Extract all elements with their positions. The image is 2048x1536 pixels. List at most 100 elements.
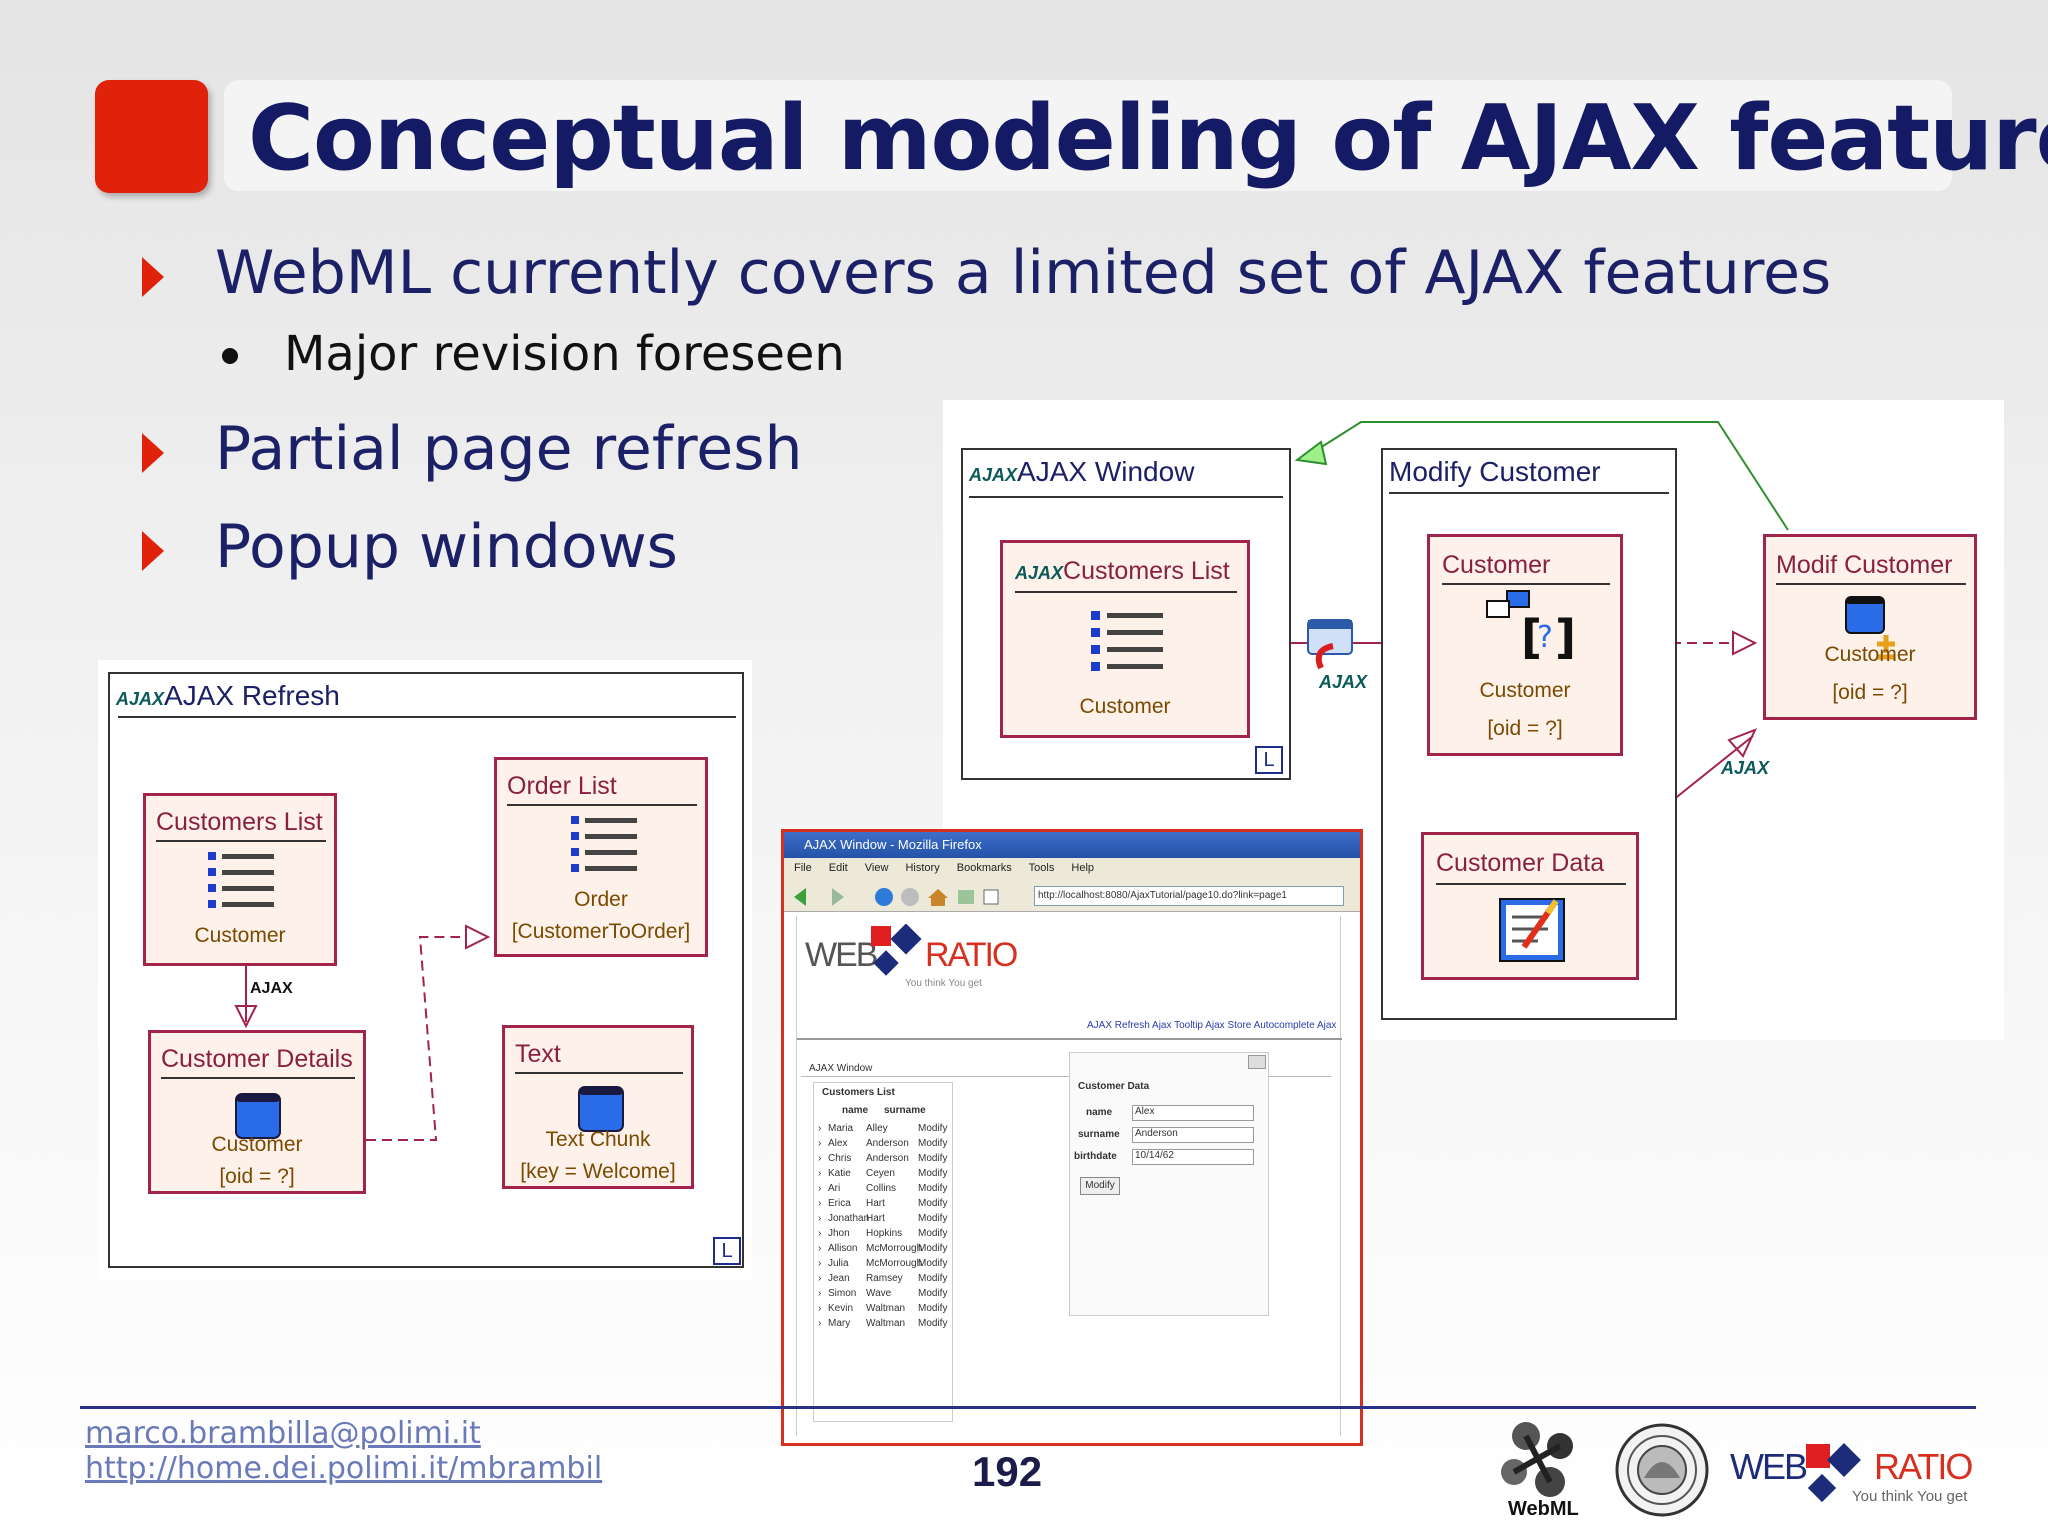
row-modify-link[interactable]: Modify bbox=[918, 1273, 948, 1284]
unit-entity: Customer bbox=[1824, 643, 1916, 666]
frame-rule bbox=[1389, 492, 1669, 494]
row-expand-icon[interactable]: › bbox=[818, 1153, 822, 1164]
row-expand-icon[interactable]: › bbox=[818, 1258, 822, 1269]
row-expand-icon[interactable]: › bbox=[818, 1228, 822, 1239]
field-input-birthdate[interactable]: 10/14/62 bbox=[1132, 1149, 1254, 1165]
cell-surname: Waltman bbox=[866, 1303, 906, 1314]
cell-surname: Hart bbox=[866, 1198, 885, 1209]
svg-text:[: [ bbox=[1521, 610, 1542, 659]
webratio-footer-logo-icon bbox=[1806, 1443, 1861, 1503]
cell-name: Chris bbox=[828, 1153, 852, 1164]
app-nav-links[interactable]: AJAX Refresh Ajax Tooltip Ajax Store Aut… bbox=[1087, 1020, 1337, 1031]
row-modify-link[interactable]: Modify bbox=[918, 1198, 948, 1209]
browser-url-bar[interactable]: http://localhost:8080/AjaxTutorial/page1… bbox=[1034, 886, 1344, 906]
row-expand-icon[interactable]: › bbox=[818, 1123, 822, 1134]
row-modify-link[interactable]: Modify bbox=[918, 1288, 948, 1299]
row-modify-link[interactable]: Modify bbox=[918, 1138, 948, 1149]
field-input-surname[interactable]: Anderson bbox=[1132, 1127, 1254, 1143]
ajax-logo-icon: AJAX bbox=[116, 689, 165, 709]
row-modify-link[interactable]: Modify bbox=[918, 1183, 948, 1194]
sub-bullet-dot-icon bbox=[222, 348, 238, 364]
cell-name: Jonathan bbox=[828, 1213, 870, 1224]
unit-rule bbox=[1436, 883, 1626, 885]
row-modify-link[interactable]: Modify bbox=[918, 1168, 948, 1179]
browser-content: WEB RATIO You think You get AJAX Refresh… bbox=[796, 916, 1342, 1436]
landmark-marker: L bbox=[713, 1237, 741, 1265]
field-input-name[interactable]: Alex bbox=[1132, 1105, 1254, 1121]
unit-rule bbox=[1776, 583, 1966, 585]
customer-data-title: Customer Data bbox=[1078, 1081, 1150, 1092]
ajax-link-label: AJAX bbox=[250, 980, 293, 997]
row-expand-icon[interactable]: › bbox=[818, 1273, 822, 1284]
refresh-links bbox=[234, 924, 491, 1141]
unit-customer-data: Customer Data bbox=[1421, 832, 1639, 980]
webratio-footer-ratio: RATIO bbox=[1874, 1446, 1973, 1487]
row-expand-icon[interactable]: › bbox=[818, 1183, 822, 1194]
row-modify-link[interactable]: Modify bbox=[918, 1153, 948, 1164]
row-expand-icon[interactable]: › bbox=[818, 1198, 822, 1209]
cell-name: Mary bbox=[828, 1318, 851, 1329]
row-modify-link[interactable]: Modify bbox=[918, 1228, 948, 1239]
svg-text:?: ? bbox=[1537, 620, 1553, 655]
unit-order-list: Order List Order [CustomerToOrder] bbox=[494, 757, 708, 957]
unit-entity: Customer bbox=[194, 924, 286, 947]
row-modify-link[interactable]: Modify bbox=[918, 1258, 948, 1269]
webratio-footer-web: WEB bbox=[1730, 1446, 1808, 1487]
row-modify-link[interactable]: Modify bbox=[918, 1303, 948, 1314]
row-expand-icon[interactable]: › bbox=[818, 1288, 822, 1299]
row-modify-link[interactable]: Modify bbox=[918, 1318, 948, 1329]
unit-title: Modif Customer bbox=[1776, 551, 1953, 579]
webratio-brand-right: RATIO bbox=[925, 936, 1018, 974]
unit-entity: Customer bbox=[1479, 679, 1571, 702]
row-expand-icon[interactable]: › bbox=[818, 1318, 822, 1329]
webml-logo-icon bbox=[1501, 1422, 1573, 1497]
row-expand-icon[interactable]: › bbox=[818, 1213, 822, 1224]
bullet-arrow-icon bbox=[142, 433, 164, 473]
unit-title: Customer bbox=[1442, 551, 1551, 579]
data-unit-icon bbox=[578, 1086, 624, 1132]
cell-surname: McMorrough bbox=[866, 1258, 923, 1269]
index-list-icon bbox=[1091, 611, 1163, 671]
row-modify-link[interactable]: Modify bbox=[918, 1123, 948, 1134]
row-expand-icon[interactable]: › bbox=[818, 1303, 822, 1314]
field-label-name: name bbox=[1086, 1107, 1113, 1118]
row-expand-icon[interactable]: › bbox=[818, 1243, 822, 1254]
unit-title: Order List bbox=[507, 772, 617, 800]
modify-customer-title: Modify Customer bbox=[1389, 456, 1601, 487]
unit-rule bbox=[1015, 591, 1237, 593]
unit-entity: Order bbox=[574, 888, 628, 911]
footer-email-link[interactable]: marco.brambilla@polimi.it bbox=[85, 1416, 481, 1451]
modify-operation-icon bbox=[1845, 596, 1895, 660]
row-expand-icon[interactable]: › bbox=[818, 1138, 822, 1149]
browser-screenshot: AJAX Window - Mozilla Firefox File Edit … bbox=[781, 829, 1363, 1446]
modify-button[interactable]: Modify bbox=[1080, 1177, 1120, 1195]
footer-url-link[interactable]: http://home.dei.polimi.it/mbrambil bbox=[85, 1451, 603, 1486]
row-modify-link[interactable]: Modify bbox=[918, 1243, 948, 1254]
unit-rule bbox=[1442, 583, 1610, 585]
politecnico-seal-icon bbox=[1615, 1423, 1709, 1517]
section-title: AJAX Window bbox=[809, 1063, 873, 1074]
unit-title: Customer Details bbox=[161, 1045, 353, 1073]
row-expand-icon[interactable]: › bbox=[818, 1168, 822, 1179]
panel-close-icon[interactable] bbox=[1248, 1055, 1266, 1069]
row-modify-link[interactable]: Modify bbox=[918, 1213, 948, 1224]
cell-name: Ari bbox=[828, 1183, 841, 1194]
slide-title: Conceptual modeling of AJAX features bbox=[248, 86, 2048, 191]
landmark-marker: L bbox=[1255, 746, 1283, 774]
browser-navbar: http://localhost:8080/AjaxTutorial/page1… bbox=[784, 880, 1360, 912]
